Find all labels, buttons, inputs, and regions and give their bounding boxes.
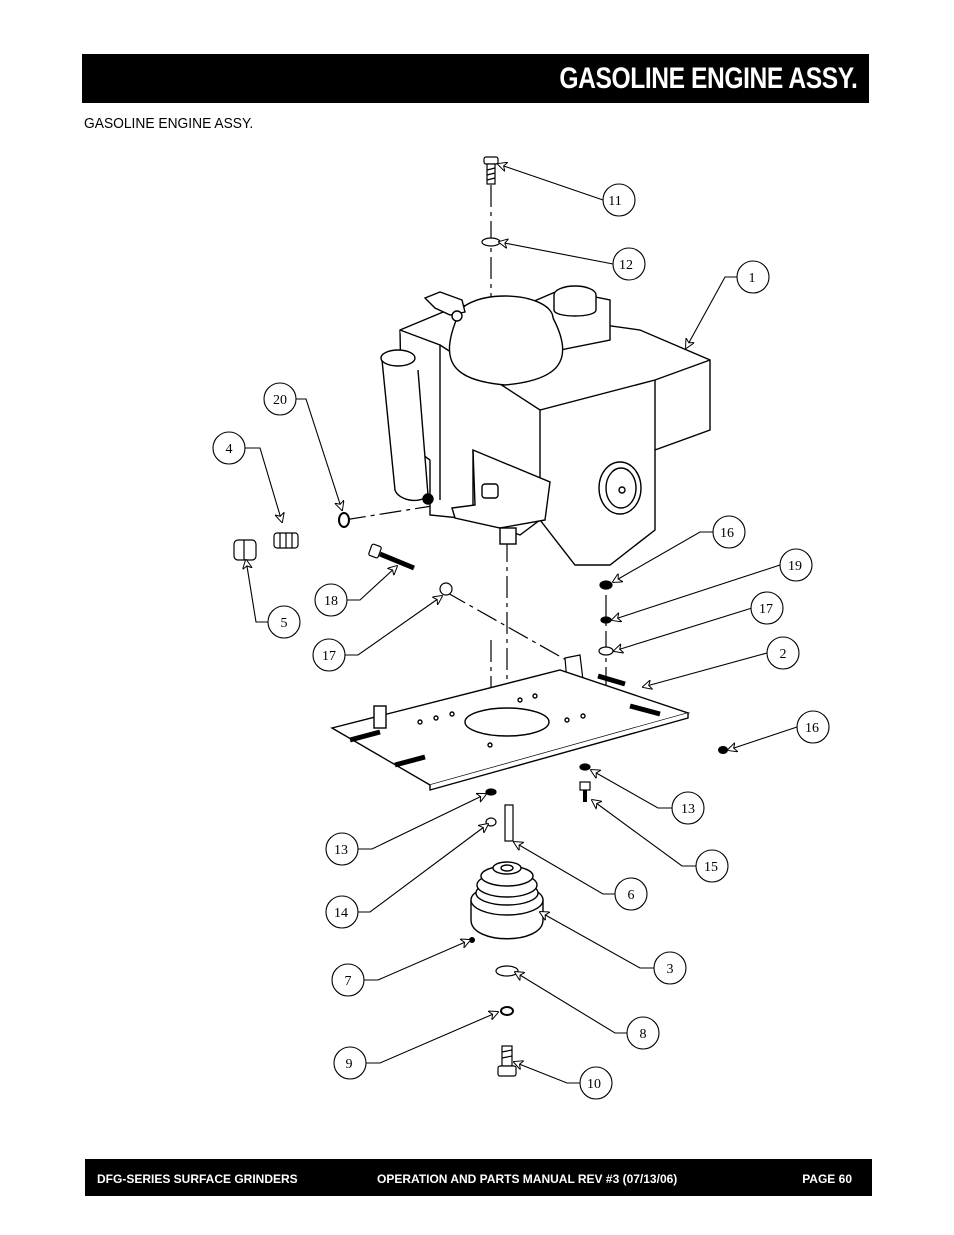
lock-washer-9 [500, 1006, 514, 1016]
callout-bubbles [212, 183, 830, 1100]
callout-9 [333, 1046, 367, 1080]
washer-17-left [439, 582, 453, 596]
callout-label: 13 [681, 802, 695, 817]
lower-hardware [485, 763, 591, 842]
callout-label: 16 [720, 526, 734, 541]
callout-label: 16 [805, 721, 819, 736]
callout-label: 15 [704, 860, 718, 875]
engine-body [380, 285, 711, 566]
callout-2 [766, 636, 800, 670]
callout-17-right [750, 591, 784, 625]
callout-label: 6 [628, 888, 635, 903]
callout-18 [314, 583, 348, 617]
callout-3 [653, 951, 687, 985]
callout-15 [695, 849, 729, 883]
callout-label: 13 [334, 843, 348, 858]
callout-label: 14 [334, 906, 348, 921]
footer-manual-series: DFG-SERIES SURFACE GRINDERS [97, 1172, 298, 1186]
washer-8 [495, 965, 519, 977]
callout-20 [263, 382, 297, 416]
callout-10 [579, 1066, 613, 1100]
callout-13-right [671, 791, 705, 825]
callout-label: 5 [281, 616, 288, 631]
callout-label: 12 [619, 258, 633, 273]
callout-8 [626, 1016, 660, 1050]
callout-19 [779, 548, 813, 582]
callout-label: 4 [226, 442, 233, 457]
pulley-3 [470, 861, 544, 940]
section-subtitle: GASOLINE ENGINE ASSY. [84, 115, 254, 132]
nut-16-lower [718, 746, 728, 754]
callout-4 [212, 431, 246, 465]
callout-12 [612, 247, 646, 281]
page-title: GASOLINE ENGINE ASSY. [558, 62, 857, 95]
bolt-10 [497, 1045, 517, 1077]
callout-labels: 11 12 1 20 4 5 18 17 16 19 17 2 16 13 15… [226, 194, 820, 1092]
callout-label: 8 [640, 1027, 647, 1042]
o-ring-20 [338, 512, 350, 528]
callout-7 [331, 963, 365, 997]
callout-label: 7 [345, 974, 352, 989]
callout-label: 9 [346, 1057, 353, 1072]
cap-5 [233, 539, 257, 561]
washer-12 [481, 237, 501, 247]
callout-label: 19 [788, 559, 802, 574]
callout-13-left [325, 832, 359, 866]
callout-label: 18 [324, 594, 338, 609]
callout-label: 10 [587, 1077, 601, 1092]
callout-11 [602, 183, 636, 217]
footer-manual-revision: OPERATION AND PARTS MANUAL REV #3 (07/13… [377, 1172, 678, 1186]
callout-17-left [312, 638, 346, 672]
callout-16-lower [796, 710, 830, 744]
callout-label: 2 [780, 647, 787, 662]
footer-bar: DFG-SERIES SURFACE GRINDERS OPERATION AN… [85, 1159, 872, 1196]
callout-label: 20 [273, 393, 287, 408]
callout-label: 11 [608, 194, 621, 209]
callout-14 [325, 895, 359, 929]
bolt-11 [483, 156, 499, 185]
bolt-18 [368, 543, 415, 571]
callout-1 [736, 260, 770, 294]
callout-5 [267, 605, 301, 639]
fitting-4 [273, 532, 299, 549]
callout-label: 3 [667, 962, 674, 977]
hardware-stack-right [598, 580, 614, 656]
callout-16-upper [712, 515, 746, 549]
callout-6 [614, 877, 648, 911]
footer-page-number: PAGE 60 [802, 1172, 852, 1186]
callout-leaders [244, 164, 798, 1084]
callout-label: 1 [749, 271, 756, 286]
mounting-plate-2 [330, 669, 691, 791]
callout-label: 17 [759, 602, 773, 617]
callout-label: 17 [322, 649, 336, 664]
title-bar: GASOLINE ENGINE ASSY. [82, 54, 869, 103]
